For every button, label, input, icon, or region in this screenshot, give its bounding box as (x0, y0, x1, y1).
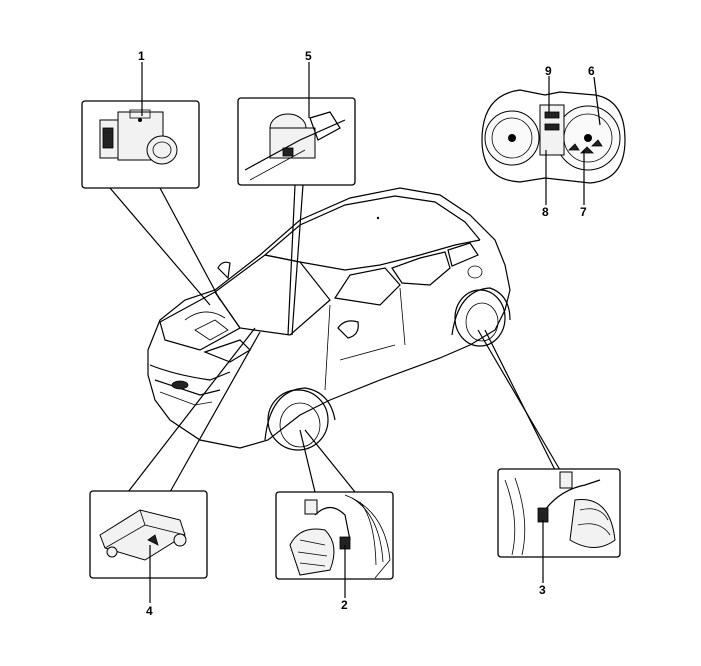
box-front-wheel-sensor (275, 491, 394, 580)
box-yaw-sensor (89, 490, 208, 579)
callout-7: 7 (580, 205, 587, 219)
callout-8: 8 (542, 205, 549, 219)
callout-6: 6 (588, 64, 595, 78)
callout-1: 1 (138, 49, 145, 63)
callout-leaders (141, 62, 544, 603)
car-illustration (147, 187, 511, 451)
callout-9: 9 (545, 64, 552, 78)
callout-2: 2 (341, 598, 348, 612)
box-module-5 (237, 97, 356, 186)
leader-lines (109, 184, 561, 493)
box-hecu (81, 100, 200, 189)
cluster-leader-lines (545, 76, 601, 205)
instrument-cluster (481, 89, 626, 184)
box-rear-wheel-sensor (497, 468, 621, 558)
callout-5: 5 (305, 49, 312, 63)
callout-4: 4 (146, 604, 153, 618)
callout-3: 3 (539, 583, 546, 597)
